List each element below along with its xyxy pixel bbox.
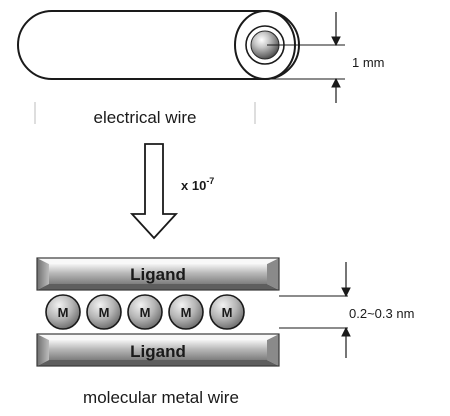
metal-atom-sphere xyxy=(127,294,163,330)
molecular-caption: molecular metal wire xyxy=(83,388,239,407)
top-ligand-label: Ligand xyxy=(130,265,186,284)
scale-factor-label: x 10-7 xyxy=(181,176,214,193)
top-ligand-bar xyxy=(36,257,280,291)
metal-atom-label: M xyxy=(58,305,69,320)
wire-caption: electrical wire xyxy=(94,108,197,127)
wire-caption-bracket xyxy=(34,102,256,124)
metal-atom-label: M xyxy=(181,305,192,320)
metal-atom-sphere xyxy=(86,294,122,330)
bottom-ligand-bar xyxy=(36,333,280,367)
metal-atom: M xyxy=(45,294,81,330)
scale-factor-base: x 10 xyxy=(181,178,206,193)
metal-atom: M xyxy=(86,294,122,330)
scale-down-arrow xyxy=(129,143,179,240)
spacing-dimension xyxy=(279,262,351,358)
metal-atom-label: M xyxy=(140,305,151,320)
metal-atom-label: M xyxy=(222,305,233,320)
electrical-wire xyxy=(17,10,300,80)
spacing-label: 0.2~0.3 nm xyxy=(349,306,414,321)
metal-atom: M xyxy=(127,294,163,330)
metal-atom: M xyxy=(209,294,245,330)
scale-factor-exponent: -7 xyxy=(206,176,214,186)
bottom-ligand-label: Ligand xyxy=(130,342,186,361)
metal-atom: M xyxy=(168,294,204,330)
wire-diameter-dimension xyxy=(267,12,345,103)
metal-atom-sphere xyxy=(45,294,81,330)
metal-atom-label: M xyxy=(99,305,110,320)
wire-diameter-label: 1 mm xyxy=(352,55,385,70)
metal-atom-sphere xyxy=(168,294,204,330)
metal-atom-sphere xyxy=(209,294,245,330)
